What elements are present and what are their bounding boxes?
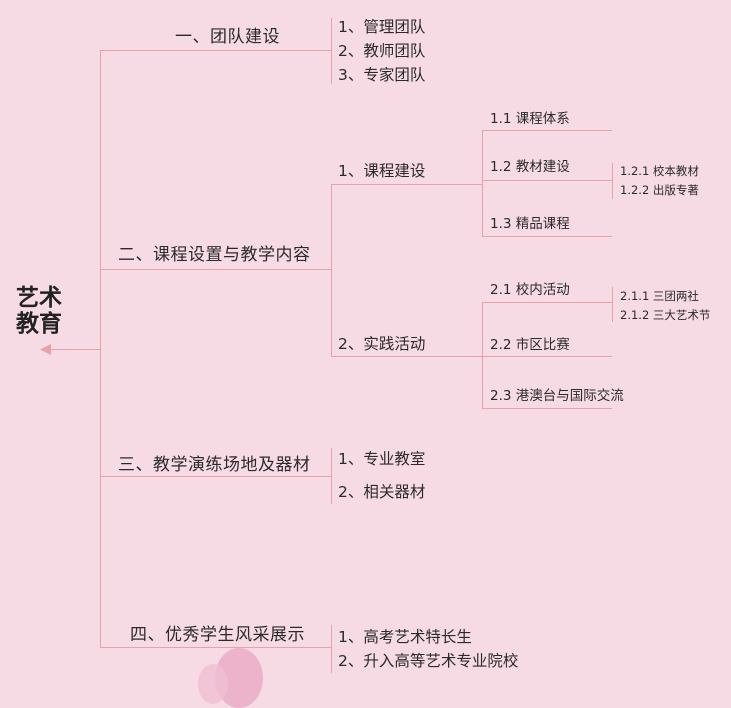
node-quality-courses: 1.3 精品课程	[490, 216, 570, 232]
root-title: 艺术 教育	[16, 285, 62, 337]
node-management-team: 1、管理团队	[338, 18, 426, 36]
branch-curriculum: 二、课程设置与教学内容	[118, 245, 311, 265]
node-international-exchange: 2.3 港澳台与国际交流	[490, 388, 624, 404]
arrow-head-icon	[40, 344, 51, 355]
node-troupes-societies: 2.1.1 三团两社	[620, 289, 699, 303]
connector-lines	[40, 18, 613, 673]
node-practice-activities: 2、实践活动	[338, 335, 426, 353]
root-title-line-2: 教育	[16, 310, 62, 337]
node-gaokao-art-students: 1、高考艺术特长生	[338, 628, 472, 646]
root-title-line-1: 艺术	[16, 284, 62, 311]
node-course-building: 1、课程建设	[338, 162, 426, 180]
node-professional-classroom: 1、专业教室	[338, 450, 426, 468]
node-art-festivals: 2.1.2 三大艺术节	[620, 308, 711, 322]
node-art-college-admission: 2、升入高等艺术专业院校	[338, 652, 519, 670]
branch-team-building: 一、团队建设	[175, 27, 280, 47]
node-school-textbooks: 1.2.1 校本教材	[620, 164, 699, 178]
branch-venues-equipment: 三、教学演练场地及器材	[118, 455, 311, 475]
node-city-competitions: 2.2 市区比赛	[490, 337, 570, 353]
branch-student-showcase: 四、优秀学生风采展示	[130, 625, 305, 645]
node-related-equipment: 2、相关器材	[338, 483, 426, 501]
node-textbook-building: 1.2 教材建设	[490, 159, 570, 175]
node-expert-team: 3、专家团队	[338, 66, 426, 84]
node-course-system: 1.1 课程体系	[490, 111, 570, 127]
node-published-works: 1.2.2 出版专著	[620, 183, 699, 197]
node-teacher-team: 2、教师团队	[338, 42, 426, 60]
node-campus-activities: 2.1 校内活动	[490, 282, 570, 298]
